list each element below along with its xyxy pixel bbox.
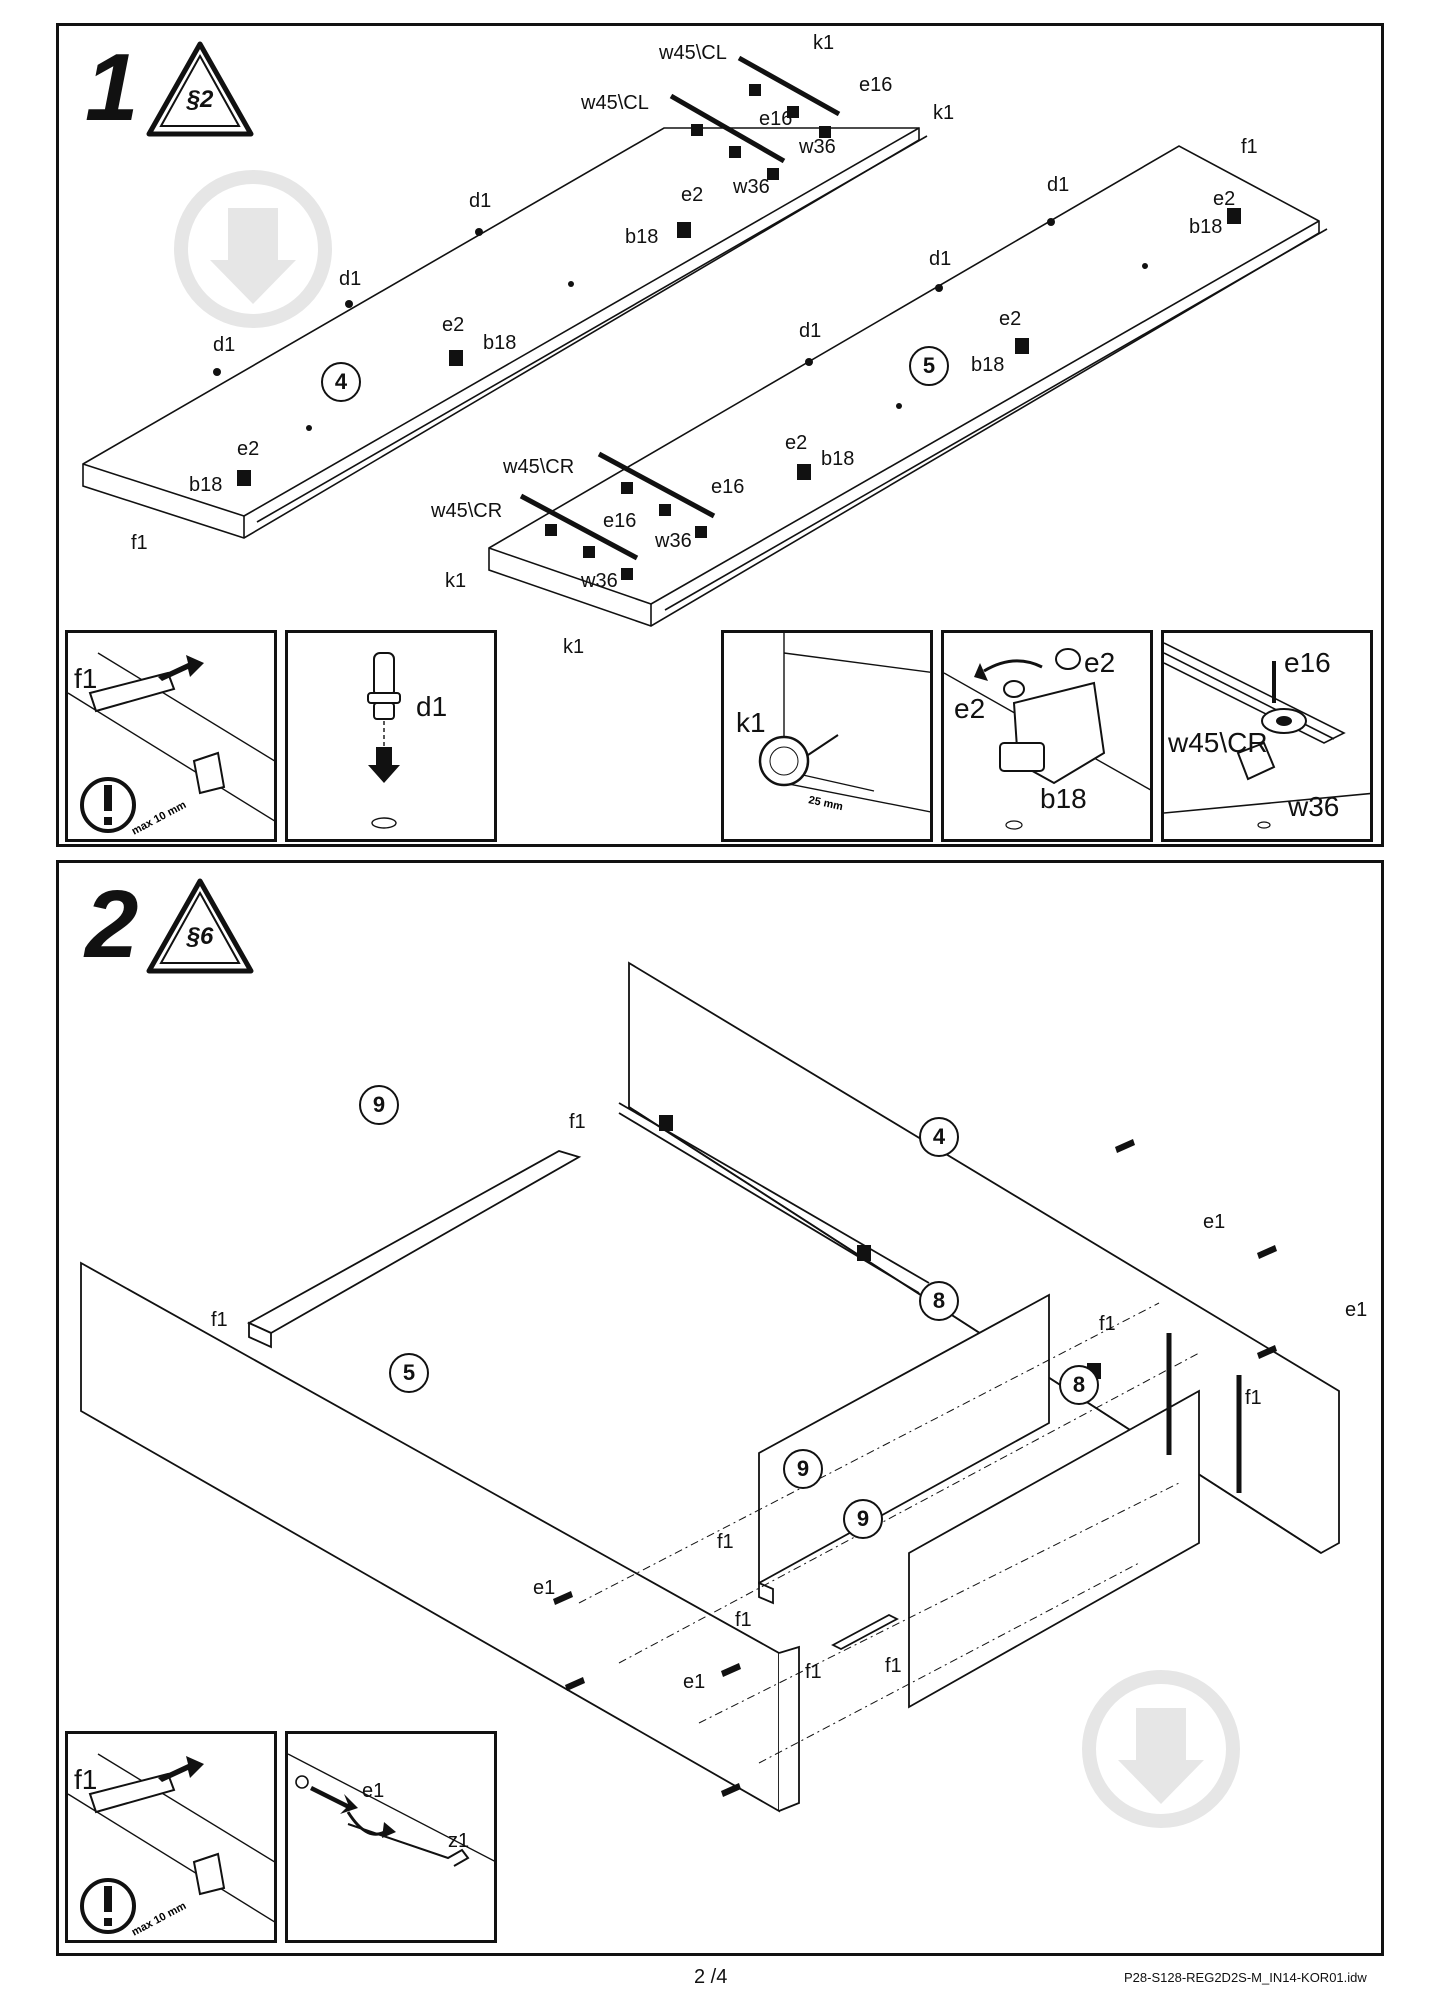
inset-pin-label: d1 — [416, 691, 448, 722]
label-d1-d: d1 — [1047, 174, 1070, 196]
inset-slide-label-e16: e16 — [1284, 647, 1331, 678]
label-f1-c: f1 — [1099, 1313, 1116, 1335]
warning-triangle-icon: §2 — [145, 40, 255, 140]
label-d1-e: d1 — [929, 248, 952, 270]
section-badge-label: §2 — [186, 86, 214, 113]
step-1-panel: 1 §2 — [56, 23, 1384, 847]
label-e2-c: e2 — [237, 438, 260, 460]
watermark-logo-icon — [174, 170, 332, 328]
label-f1-e: f1 — [717, 1531, 734, 1553]
label-e2-f: e2 — [785, 432, 808, 454]
label-e2-d: e2 — [1213, 188, 1236, 210]
part-callout-9-bottom: 9 — [843, 1499, 883, 1539]
part-callout-9-middle: 9 — [783, 1449, 823, 1489]
label-e2-b: e2 — [442, 314, 465, 336]
step-2-panel: 2 §6 — [56, 860, 1384, 1956]
watermark-logo-icon — [1082, 1670, 1240, 1828]
label-f1-d: f1 — [1245, 1387, 1262, 1409]
label-w36-c: w36 — [655, 530, 692, 552]
insert-arrow-icon — [158, 1756, 204, 1782]
part-callout-4: 4 — [321, 362, 361, 402]
step-1-drawing — [82, 55, 1328, 627]
label-f1-h: f1 — [885, 1655, 902, 1677]
label-e16-c: e16 — [711, 476, 745, 498]
label-f1-a: f1 — [569, 1111, 586, 1133]
label-f1-a: f1 — [1241, 136, 1258, 158]
insert-arrow-icon — [368, 747, 400, 783]
label-w36-a: w36 — [799, 136, 836, 158]
inset-slide: e16 w45\CR w36 — [1161, 630, 1373, 842]
max-depth-note: max 10 mm — [130, 1900, 189, 1939]
inset-cam-label-e2-b: e2 — [954, 693, 986, 724]
label-k1-top: k1 — [813, 32, 835, 54]
label-w36-d: w36 — [581, 570, 618, 592]
inset-cam-label-e2-a: e2 — [1084, 647, 1116, 678]
part-callout-9-top: 9 — [359, 1085, 399, 1125]
inset-dowel-label: f1 — [74, 663, 98, 694]
inset-slide-label-w36: w36 — [1288, 791, 1340, 822]
label-w45cr-b: w45\CR — [431, 500, 503, 522]
label-e2-e: e2 — [999, 308, 1022, 330]
inset-dowel: max 10 mm f1 — [65, 630, 277, 842]
label-k1-right: k1 — [933, 102, 955, 124]
label-e16-b: e16 — [759, 108, 793, 130]
label-w36-b: w36 — [733, 176, 770, 198]
part-callout-5: 5 — [389, 1353, 429, 1393]
label-f1-b: f1 — [131, 532, 148, 554]
step-number: 1 — [85, 34, 139, 141]
label-e1-a: e1 — [1203, 1211, 1226, 1233]
label-b18-f: b18 — [821, 448, 855, 470]
inset-screw: e1 z1 — [285, 1731, 497, 1943]
label-d1-a: d1 — [469, 190, 492, 212]
label-e2-a: e2 — [681, 184, 704, 206]
label-e1-c: e1 — [533, 1577, 556, 1599]
warning-triangle-icon: §6 — [145, 877, 255, 977]
inset-pin: d1 — [285, 630, 497, 842]
step-2-drawing — [80, 961, 1340, 1813]
label-w45cl: w45\CL — [581, 92, 649, 114]
label-e16-a: e16 — [859, 74, 893, 96]
section-badge-label: §6 — [186, 923, 214, 950]
inset-screw-label-e1: e1 — [362, 1780, 385, 1802]
insert-arrow-icon — [310, 1786, 358, 1814]
inset-cam-label-b18: b18 — [1040, 783, 1087, 814]
label-w45cl-top: w45\CL — [659, 42, 727, 64]
label-d1-b: d1 — [339, 268, 362, 290]
inset-dowel-label: f1 — [74, 1764, 98, 1795]
label-e1-b: e1 — [1345, 1299, 1368, 1321]
label-b18-a: b18 — [625, 226, 659, 248]
label-b18-b: b18 — [483, 332, 517, 354]
part-callout-8-left: 8 — [919, 1281, 959, 1321]
knob-distance-note: 25 mm — [807, 794, 844, 813]
max-depth-note: max 10 mm — [130, 799, 189, 838]
label-b18-e: b18 — [971, 354, 1005, 376]
label-d1-c: d1 — [213, 334, 236, 356]
label-k1-a: k1 — [445, 570, 467, 592]
step-number: 2 — [85, 871, 139, 978]
label-f1-b: f1 — [211, 1309, 228, 1331]
insert-arrow-icon — [158, 655, 204, 681]
rotate-arrow-icon — [983, 659, 1043, 673]
label-f1-g: f1 — [805, 1661, 822, 1683]
label-e16-d: e16 — [603, 510, 637, 532]
inset-cam: e2 e2 b18 — [941, 630, 1153, 842]
label-f1-f: f1 — [735, 1609, 752, 1631]
label-w45cr-a: w45\CR — [503, 456, 575, 478]
inset-screw-label-z1: z1 — [448, 1830, 470, 1852]
part-callout-5: 5 — [909, 346, 949, 386]
inset-slide-label-w45cr: w45\CR — [1168, 727, 1268, 758]
part-callout-8-right: 8 — [1059, 1365, 1099, 1405]
inset-knob-label: k1 — [736, 707, 766, 738]
inset-dowel: max 10 mm f1 — [65, 1731, 277, 1943]
inset-knob: 25 mm k1 — [721, 630, 933, 842]
label-d1-f: d1 — [799, 320, 822, 342]
page-number: 2 /4 — [694, 1966, 728, 1988]
label-e1-d: e1 — [683, 1671, 706, 1693]
part-callout-4: 4 — [919, 1117, 959, 1157]
label-b18-c: b18 — [189, 474, 223, 496]
label-b18-d: b18 — [1189, 216, 1223, 238]
label-k1-b: k1 — [563, 636, 585, 658]
document-filename: P28-S128-REG2D2S-M_IN14-KOR01.idw — [1124, 1970, 1367, 1985]
